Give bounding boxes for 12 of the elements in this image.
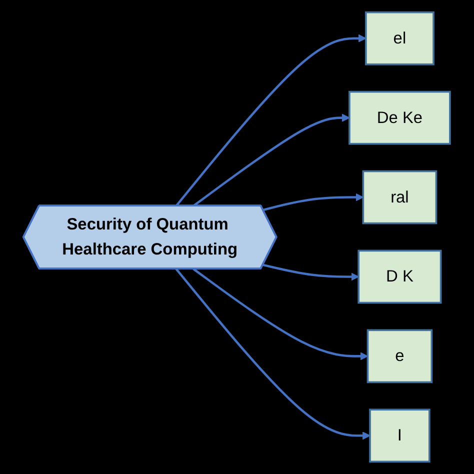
node-box: el (365, 11, 435, 66)
node-box: D K (358, 250, 442, 304)
arrow (263, 264, 360, 281)
arrow (176, 34, 367, 207)
node-box: ral (362, 170, 438, 224)
arrow (263, 193, 364, 212)
node-box: I (369, 408, 431, 463)
arrow (193, 114, 350, 207)
node-box: De Ke (348, 90, 452, 145)
arrow (176, 268, 371, 440)
node-box: e (367, 329, 433, 384)
arrow (193, 268, 368, 360)
